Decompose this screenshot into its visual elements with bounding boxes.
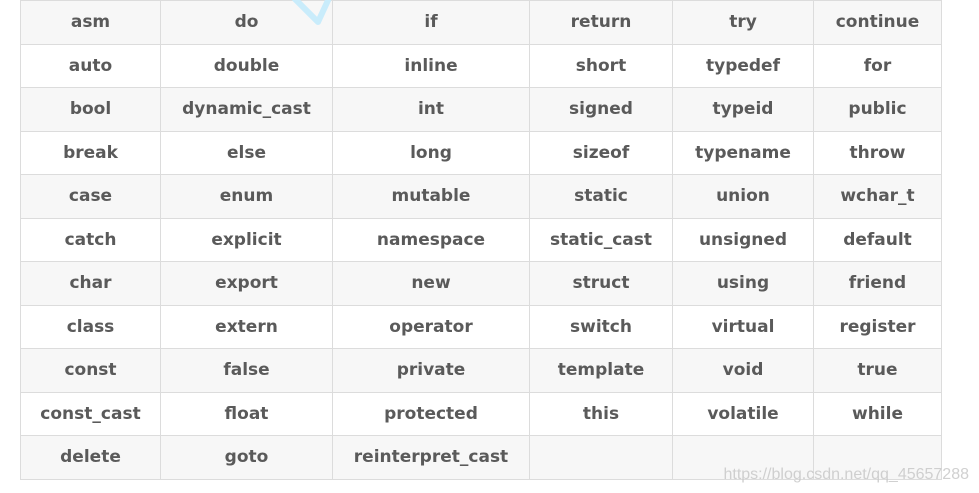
keyword-cell: union (672, 174, 814, 219)
keyword-cell: new (332, 261, 530, 306)
keyword-cell: char (20, 261, 161, 306)
keyword-cell: struct (529, 261, 673, 306)
keyword-cell: try (672, 0, 814, 45)
keyword-cell: catch (20, 217, 161, 262)
keyword-cell: public (813, 87, 942, 132)
keyword-cell: virtual (672, 304, 814, 349)
keyword-cell: namespace (332, 217, 530, 262)
keyword-cell: volatile (672, 391, 814, 436)
keyword-cell: using (672, 261, 814, 306)
keyword-cell: explicit (160, 217, 333, 262)
keyword-cell: return (529, 0, 673, 45)
keyword-cell: true (813, 348, 942, 393)
keyword-cell: long (332, 130, 530, 175)
keyword-cell: typename (672, 130, 814, 175)
keyword-cell: typedef (672, 43, 814, 88)
keyword-cell: asm (20, 0, 161, 45)
keyword-cell: case (20, 174, 161, 219)
keyword-cell: short (529, 43, 673, 88)
keyword-cell: switch (529, 304, 673, 349)
keyword-cell: mutable (332, 174, 530, 219)
keyword-cell: int (332, 87, 530, 132)
keyword-cell: operator (332, 304, 530, 349)
keyword-cell: wchar_t (813, 174, 942, 219)
keyword-cell: float (160, 391, 333, 436)
keyword-cell: friend (813, 261, 942, 306)
keyword-cell: for (813, 43, 942, 88)
keyword-cell: template (529, 348, 673, 393)
keyword-cell: this (529, 391, 673, 436)
keyword-cell: throw (813, 130, 942, 175)
keyword-cell: if (332, 0, 530, 45)
keyword-cell: dynamic_cast (160, 87, 333, 132)
keyword-cell: continue (813, 0, 942, 45)
keyword-cell: typeid (672, 87, 814, 132)
keyword-cell: do (160, 0, 333, 45)
keyword-cell: delete (20, 435, 161, 480)
keyword-cell: sizeof (529, 130, 673, 175)
keyword-cell: else (160, 130, 333, 175)
keyword-cell: goto (160, 435, 333, 480)
keyword-cell: export (160, 261, 333, 306)
keyword-cell: unsigned (672, 217, 814, 262)
keyword-cell: enum (160, 174, 333, 219)
keyword-cell: private (332, 348, 530, 393)
keyword-cell: double (160, 43, 333, 88)
keyword-cell: break (20, 130, 161, 175)
keyword-cell: false (160, 348, 333, 393)
keyword-cell: reinterpret_cast (332, 435, 530, 480)
keyword-cell: extern (160, 304, 333, 349)
keyword-cell: register (813, 304, 942, 349)
keyword-cell: const_cast (20, 391, 161, 436)
keyword-cell: signed (529, 87, 673, 132)
keyword-cell: inline (332, 43, 530, 88)
keyword-cell: protected (332, 391, 530, 436)
keyword-cell: static (529, 174, 673, 219)
keyword-cell: default (813, 217, 942, 262)
keyword-cell: bool (20, 87, 161, 132)
keyword-cell (529, 435, 673, 480)
keyword-cell: static_cast (529, 217, 673, 262)
keyword-cell (813, 435, 942, 480)
keyword-cell: auto (20, 43, 161, 88)
keyword-cell: const (20, 348, 161, 393)
keyword-cell: class (20, 304, 161, 349)
keyword-cell: void (672, 348, 814, 393)
watermark-url: https://blog.csdn.net/qq_45657288 (723, 466, 969, 483)
keyword-cell: while (813, 391, 942, 436)
